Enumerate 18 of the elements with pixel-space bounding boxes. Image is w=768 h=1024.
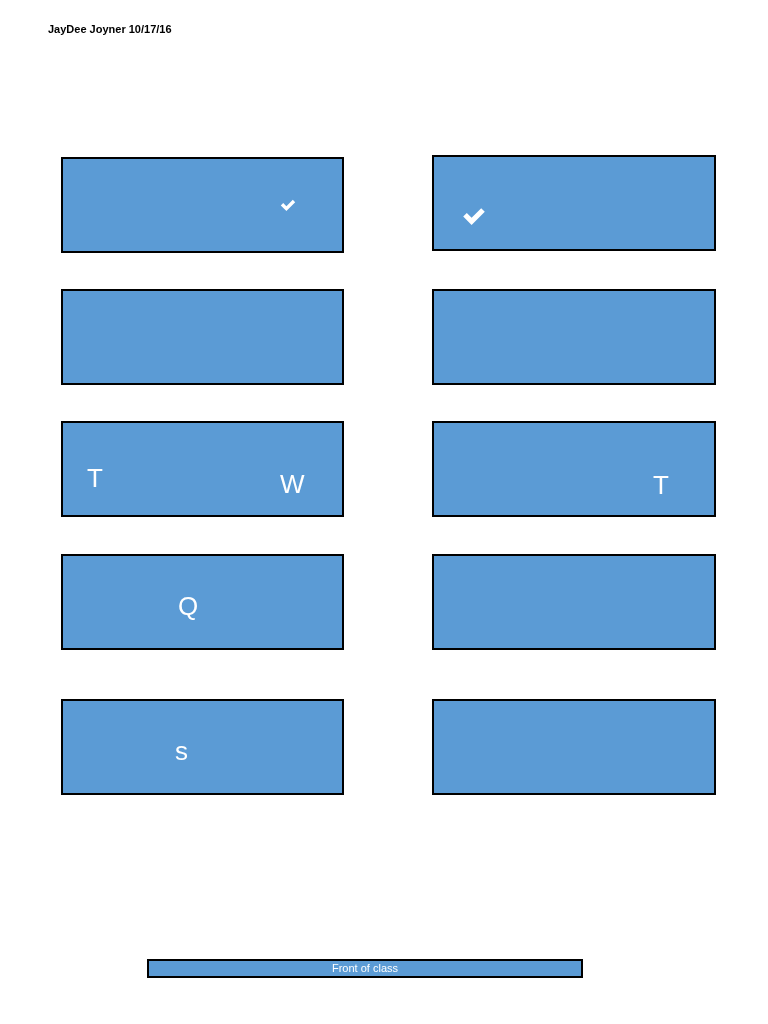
bar-label: Front of class: [331, 961, 399, 976]
desk-box: [432, 554, 716, 650]
front-of-class-bar: [147, 959, 583, 978]
seat-letter: W: [280, 471, 305, 497]
desk-box: [61, 421, 344, 517]
seat-letter: T: [87, 465, 103, 491]
desk-box: [432, 289, 716, 385]
seat-letter: s: [175, 738, 188, 764]
desk-box: [432, 155, 716, 251]
desk-box: [61, 554, 344, 650]
seat-letter: T: [653, 472, 669, 498]
desk-box: [61, 699, 344, 795]
desk-box: [61, 157, 344, 253]
desk-box: [432, 699, 716, 795]
seat-letter: Q: [178, 593, 199, 619]
desk-box: [432, 421, 716, 517]
desk-box: [61, 289, 344, 385]
author-date-note: JayDee Joyner 10/17/16: [48, 23, 172, 35]
